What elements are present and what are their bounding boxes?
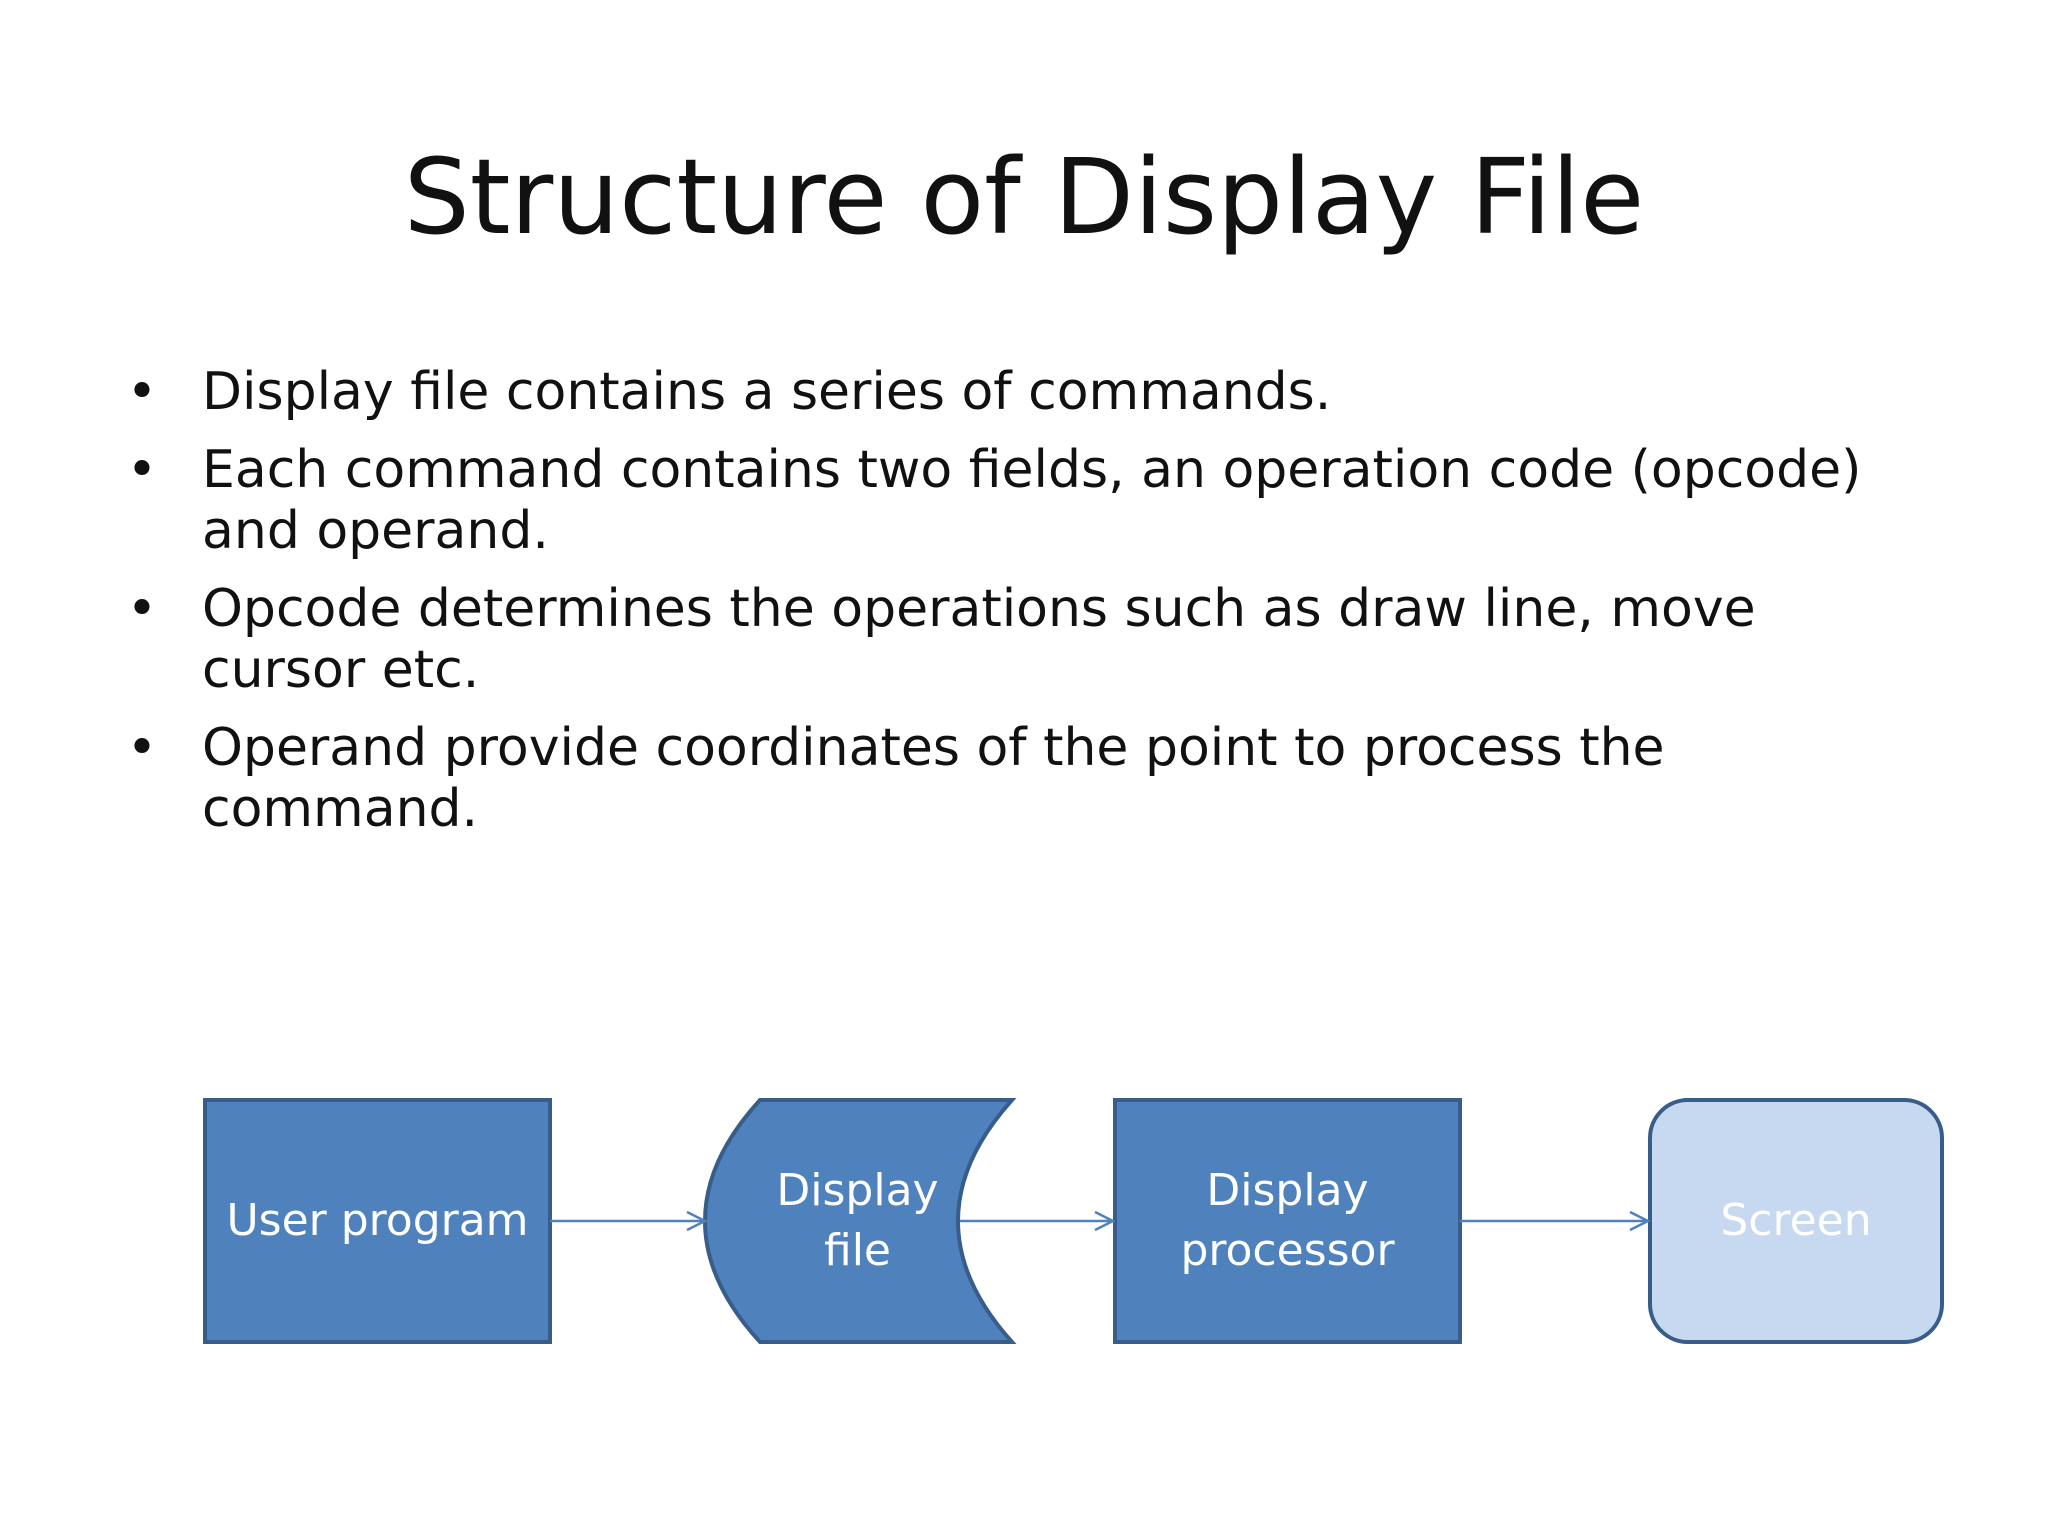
- bullet-item: • Operand provide coordinates of the poi…: [122, 718, 1922, 840]
- bullet-marker: •: [126, 718, 158, 778]
- node-display-file: [702, 1098, 1017, 1344]
- bullet-marker: •: [126, 440, 158, 500]
- bullet-text: Display file contains a series of comman…: [202, 362, 1332, 422]
- node-label-screen: Screen: [1650, 1100, 1942, 1342]
- node-user-program: [203, 1098, 552, 1344]
- node-label-text: Screen: [1720, 1195, 1872, 1246]
- bullet-item: • Each command contains two fields, an o…: [122, 440, 1922, 562]
- node-display-processor: [1113, 1098, 1462, 1344]
- bullet-item: • Opcode determines the operations such …: [122, 579, 1922, 701]
- bullet-text: Opcode determines the operations such as…: [202, 579, 1756, 700]
- node-label-line: file: [823, 1225, 891, 1276]
- bullet-item: • Display file contains a series of comm…: [122, 362, 1922, 423]
- node-label-user-program: User program: [205, 1100, 550, 1342]
- bullet-text: Operand provide coordinates of the point…: [202, 718, 1665, 839]
- node-label-line: Display: [776, 1165, 939, 1216]
- bullet-text: Each command contains two fields, an ope…: [202, 440, 1862, 561]
- node-label-line: Display: [1206, 1165, 1369, 1216]
- node-label-display-processor: Display processor: [1115, 1100, 1460, 1342]
- bullet-list: • Display file contains a series of comm…: [122, 362, 1922, 857]
- bullet-marker: •: [126, 362, 158, 422]
- bullet-marker: •: [126, 579, 158, 639]
- node-screen: [1648, 1098, 1944, 1344]
- node-label-display-file: Display file: [705, 1100, 1010, 1342]
- node-label-line: processor: [1180, 1225, 1395, 1276]
- slide-title: Structure of Display File: [403, 136, 1645, 258]
- node-label-text: User program: [226, 1195, 529, 1246]
